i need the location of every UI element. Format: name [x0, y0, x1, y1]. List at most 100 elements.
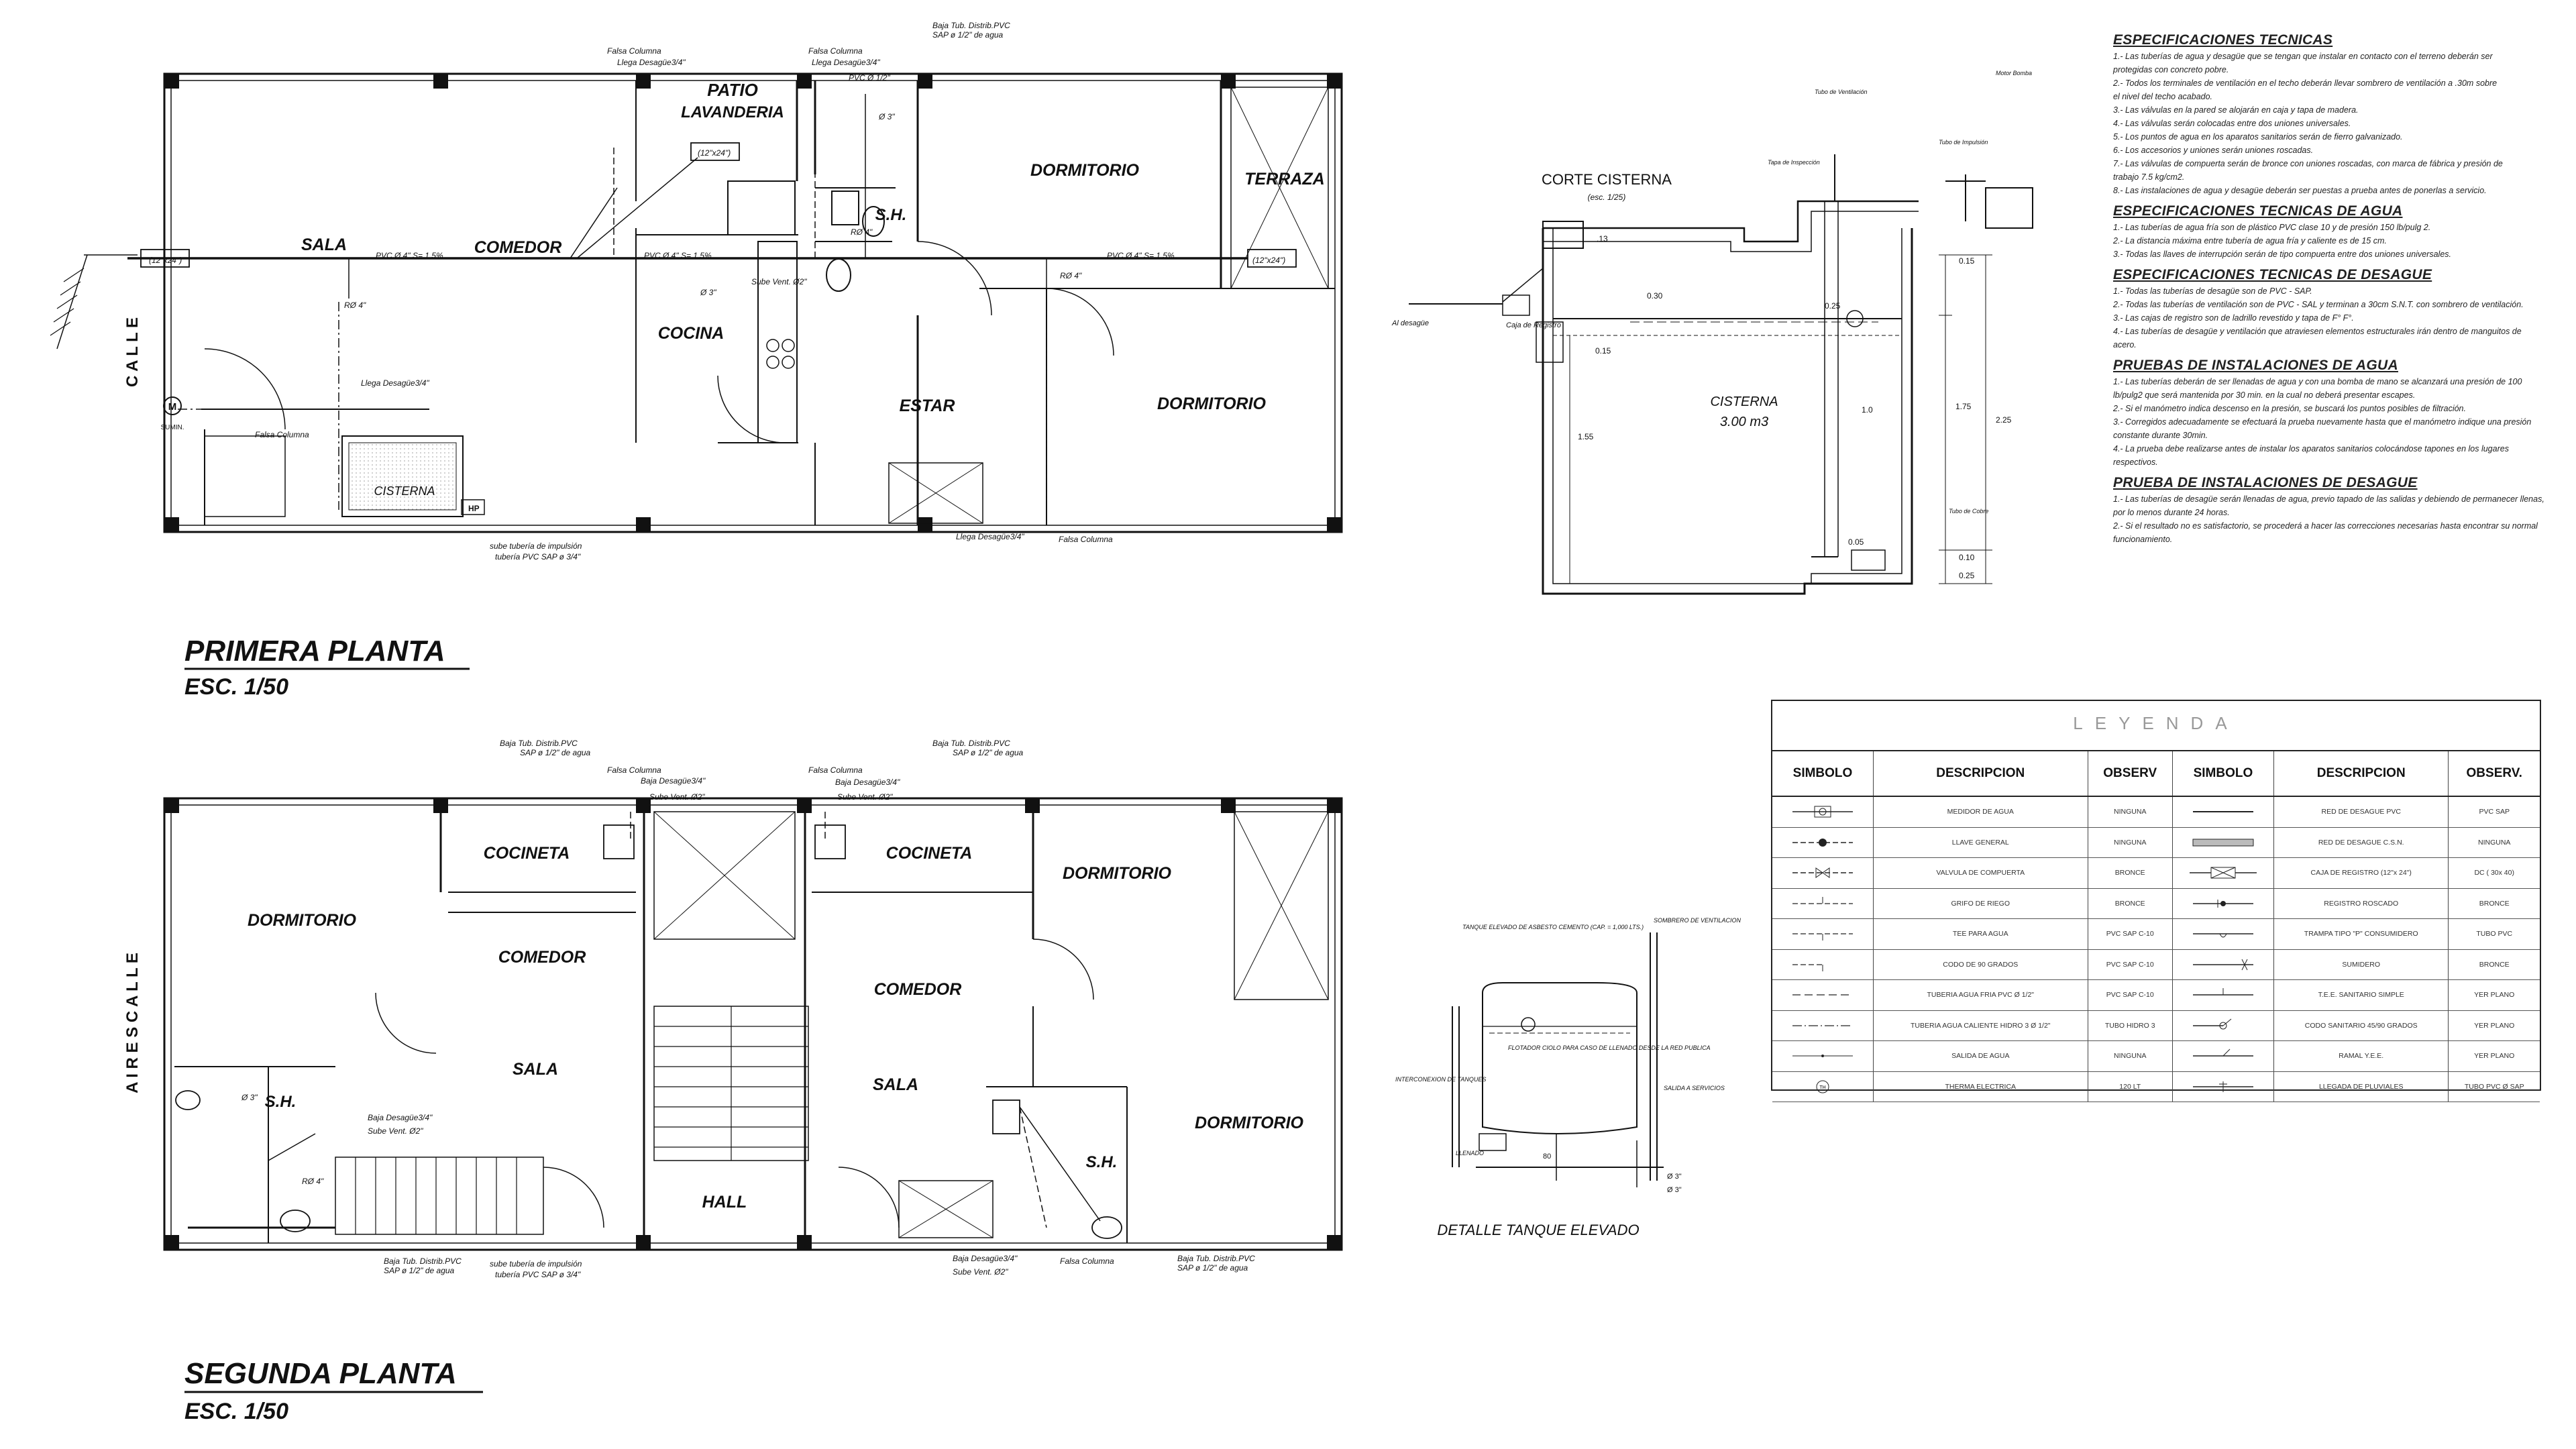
svg-text:Falsa Columna: Falsa Columna	[1060, 1256, 1114, 1266]
svg-text:80: 80	[1543, 1152, 1551, 1161]
plan1-scale: ESC. 1/50	[184, 674, 288, 700]
legend-description: RAMAL Y.E.E.	[2273, 1040, 2449, 1072]
spec-line: protegidas con concreto pobre.	[2113, 65, 2229, 74]
tee-up-icon	[1772, 888, 1874, 919]
svg-text:1.55: 1.55	[1578, 432, 1594, 441]
room-label: ESTAR	[900, 396, 955, 415]
spec-line: 2.- Si el manómetro indica descenso en l…	[2113, 404, 2466, 413]
legend-description: RED DE DESAGUE C.S.N.	[2273, 827, 2449, 858]
svg-text:SAP ø 1/2" de agua: SAP ø 1/2" de agua	[1177, 1263, 1248, 1273]
svg-text:HP: HP	[468, 504, 480, 513]
drain-icon	[2171, 949, 2274, 980]
svg-text:PVC Ø 4" S= 1.5%: PVC Ø 4" S= 1.5%	[1107, 251, 1175, 260]
svg-text:SUMIN.: SUMIN.	[161, 424, 184, 431]
spec-line: el nivel del techo acabado.	[2113, 92, 2213, 101]
legend-observation: PVC SAP C-10	[2087, 979, 2173, 1011]
svg-text:tubería PVC SAP ø 3/4": tubería PVC SAP ø 3/4"	[495, 552, 581, 561]
spec-line: acero.	[2113, 340, 2137, 350]
spec-line: 8.- Las instalaciones de agua y desagüe …	[2113, 186, 2487, 195]
spec-line: funcionamiento.	[2113, 535, 2173, 544]
svg-text:Tapa de Inspección: Tapa de Inspección	[1768, 159, 1820, 166]
svg-text:Baja Tub. Distrib.PVC: Baja Tub. Distrib.PVC	[500, 739, 578, 748]
svg-text:sube tubería de impulsión: sube tubería de impulsión	[490, 541, 582, 551]
svg-text:Llega Desagüe3/4": Llega Desagüe3/4"	[617, 58, 686, 67]
llegada-icon	[2171, 1071, 2274, 1102]
legend-observation: YER PLANO	[2448, 979, 2540, 1011]
room-label: SALA	[301, 235, 347, 254]
svg-text:RØ 4": RØ 4"	[1060, 271, 1082, 280]
svg-text:(12"x24"): (12"x24")	[149, 256, 182, 265]
spec-line: 3.- Corregidos adecuadamente se efectuar…	[2113, 417, 2532, 427]
svg-text:Baja Desagüe3/4": Baja Desagüe3/4"	[641, 776, 706, 786]
legend-description: LLEGADA DE PLUVIALES	[2273, 1071, 2449, 1102]
svg-text:TH: TH	[1819, 1085, 1825, 1090]
legend-description: RED DE DESAGUE PVC	[2273, 796, 2449, 828]
dashdot-icon	[1772, 1010, 1874, 1041]
svg-text:3.00 m3: 3.00 m3	[1720, 415, 1768, 429]
spec-line: lb/pulg2 que será mantenida por 30 min. …	[2113, 390, 2416, 400]
spec-line: 5.- Los puntos de agua en los aparatos s…	[2113, 132, 2403, 142]
svg-text:HALL: HALL	[702, 1193, 747, 1212]
room-label: COCINA	[658, 324, 724, 343]
svg-text:sube tubería de impulsión: sube tubería de impulsión	[490, 1259, 582, 1269]
svg-text:0.25: 0.25	[1825, 301, 1841, 311]
svg-text:Baja Tub. Distrib.PVC: Baja Tub. Distrib.PVC	[932, 739, 1010, 748]
legend-header: SIMBOLO	[1772, 750, 1874, 797]
tee-icon	[1772, 918, 1874, 950]
spec-line: 1.- Las tuberías deberán de ser llenadas…	[2113, 377, 2522, 386]
cistern-section	[1409, 154, 2033, 595]
svg-text:2.25: 2.25	[1996, 415, 2012, 425]
legend-description: VALVULA DE COMPUERTA	[1873, 857, 2088, 889]
legend-row: TUBERIA AGUA CALIENTE HIDRO 3 Ø 1/2"TUBO…	[1772, 1010, 2540, 1041]
legend-description: TUBERIA AGUA CALIENTE HIDRO 3 Ø 1/2"	[1873, 1010, 2088, 1041]
svg-text:0.10: 0.10	[1959, 553, 1975, 562]
svg-text:PVC Ø 4" S= 1.5%: PVC Ø 4" S= 1.5%	[376, 251, 443, 260]
svg-text:Caja de Registro: Caja de Registro	[1506, 321, 1561, 329]
svg-text:CISTERNA: CISTERNA	[1710, 394, 1778, 409]
svg-text:Al desagüe: Al desagüe	[1391, 319, 1429, 327]
room-label: COMEDOR	[474, 238, 562, 257]
legend-observation: PVC SAP C-10	[2087, 918, 2173, 950]
legend-description: SUMIDERO	[2273, 949, 2449, 980]
spec-line: 4.- Las tuberías de desagüe y ventilació…	[2113, 327, 2522, 336]
spec-line: 1.- Las tuberías de agua fría son de plá…	[2113, 223, 2431, 232]
legend-observation: TUBO PVC Ø SAP	[2448, 1071, 2540, 1102]
legend-observation: DC ( 30x 40)	[2448, 857, 2540, 889]
svg-text:Baja Desagüe3/4": Baja Desagüe3/4"	[953, 1254, 1018, 1263]
legend-observation: NINGUNA	[2087, 1040, 2173, 1072]
svg-text:Falsa Columna: Falsa Columna	[808, 765, 863, 775]
svg-text:SALA: SALA	[873, 1075, 918, 1094]
legend-description: T.E.E. SANITARIO SIMPLE	[2273, 979, 2449, 1011]
plan2-title: SEGUNDA PLANTA	[184, 1357, 457, 1390]
svg-text:1.0: 1.0	[1862, 405, 1873, 415]
first-floor-plan	[50, 72, 1343, 533]
svg-text:Sube Vent. Ø2": Sube Vent. Ø2"	[368, 1126, 423, 1136]
svg-text:SAP ø 1/2" de agua: SAP ø 1/2" de agua	[932, 30, 1004, 40]
room-label: PATIO	[707, 80, 758, 100]
spec-line: 3.- Las válvulas en la pared se alojarán…	[2113, 105, 2359, 115]
spec-line: 3.- Todas las llaves de interrupción ser…	[2113, 250, 2451, 259]
legend-observation: NINGUNA	[2448, 827, 2540, 858]
legend-description: TUBERIA AGUA FRIA PVC Ø 1/2"	[1873, 979, 2088, 1011]
spec-line: 2.- Todos los terminales de ventilación …	[2113, 78, 2498, 88]
svg-text:Tubo de Cobre: Tubo de Cobre	[1949, 508, 1988, 515]
svg-text:Baja Desagüe3/4": Baja Desagüe3/4"	[835, 777, 900, 787]
svg-text:(12"x24"): (12"x24")	[1252, 256, 1285, 265]
legend-observation: PVC SAP C-10	[2087, 949, 2173, 980]
legend-title: LEYENDA	[2073, 713, 2239, 733]
legend-description: SALIDA DE AGUA	[1873, 1040, 2088, 1072]
svg-text:Sube Vent. Ø2": Sube Vent. Ø2"	[837, 792, 893, 802]
legend-description: MEDIDOR DE AGUA	[1873, 796, 2088, 828]
svg-text:Ø 3": Ø 3"	[878, 112, 895, 121]
svg-text:0.30: 0.30	[1647, 291, 1663, 301]
gate-icon	[1772, 857, 1874, 889]
spec-line: 7.- Las válvulas de compuerta serán de b…	[2113, 159, 2503, 168]
svg-text:Ø 3": Ø 3"	[700, 288, 716, 297]
svg-text:DORMITORIO: DORMITORIO	[1195, 1114, 1304, 1132]
svg-text:tubería PVC SAP ø 3/4": tubería PVC SAP ø 3/4"	[495, 1270, 581, 1279]
